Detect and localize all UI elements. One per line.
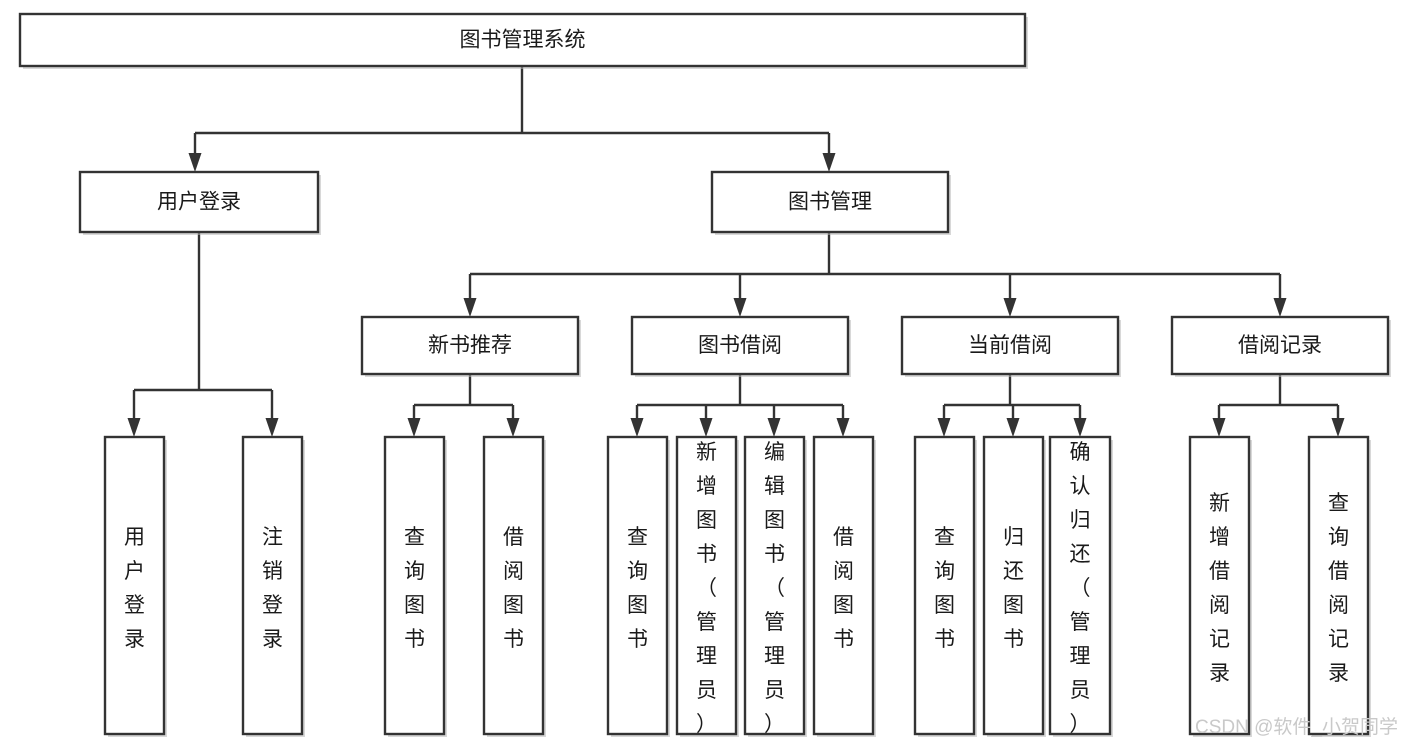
node-book-management[interactable]: 图书管理 bbox=[710, 170, 951, 235]
edge-group-root-to-level2 bbox=[188, 66, 836, 172]
node-box[interactable] bbox=[103, 435, 166, 736]
node-label: 归还图书 bbox=[1003, 526, 1024, 651]
node-box[interactable] bbox=[1170, 315, 1390, 376]
arrow-head-icon bbox=[407, 418, 421, 437]
node-box[interactable] bbox=[78, 170, 320, 234]
arrow-head-icon bbox=[822, 153, 836, 172]
node-box[interactable] bbox=[675, 435, 738, 736]
node-box[interactable] bbox=[743, 435, 806, 736]
node-box[interactable] bbox=[1188, 435, 1251, 736]
node-label: 新增图书（管理员） bbox=[696, 441, 717, 736]
node-leaf-borrow-book-recommend[interactable]: 借阅图书 bbox=[482, 435, 546, 737]
node-leaf-edit-book-admin[interactable]: 编辑图书（管理员） bbox=[743, 435, 807, 737]
node-box[interactable] bbox=[18, 12, 1027, 68]
node-leaf-query-borrow-record[interactable]: 查询借阅记录 bbox=[1307, 435, 1371, 737]
node-leaf-confirm-return-admin[interactable]: 确认归还（管理员） bbox=[1048, 435, 1113, 737]
arrow-head-icon bbox=[767, 418, 781, 437]
edge-group-borrow-records-to-leaves bbox=[1212, 374, 1345, 437]
arrow-head-icon bbox=[1273, 298, 1287, 317]
edge-group-new-book-recommend-to-leaves bbox=[407, 374, 520, 437]
node-leaf-return-book[interactable]: 归还图书 bbox=[982, 435, 1046, 737]
node-box[interactable] bbox=[1048, 435, 1112, 736]
node-label: 借阅记录 bbox=[1238, 334, 1322, 357]
node-box[interactable] bbox=[1307, 435, 1370, 736]
node-label: 确认归还（管理员） bbox=[1070, 441, 1091, 736]
arrow-head-icon bbox=[733, 298, 747, 317]
node-box[interactable] bbox=[812, 435, 875, 736]
node-book-borrow[interactable]: 图书借阅 bbox=[630, 315, 851, 377]
arrow-head-icon bbox=[265, 418, 279, 437]
arrow-head-icon bbox=[188, 153, 202, 172]
edge-group-user-login-to-leaves bbox=[127, 232, 279, 437]
edge-group-book-management-to-level3 bbox=[463, 232, 1287, 317]
node-label: 图书管理系统 bbox=[460, 29, 586, 52]
arrow-head-icon bbox=[630, 418, 644, 437]
arrow-head-icon bbox=[1006, 418, 1020, 437]
arrow-head-icon bbox=[463, 298, 477, 317]
node-label: 注销登录 bbox=[262, 526, 283, 651]
node-leaf-query-book-recommend[interactable]: 查询图书 bbox=[383, 435, 447, 737]
node-new-book-recommend[interactable]: 新书推荐 bbox=[360, 315, 581, 377]
node-label: 图书管理 bbox=[788, 191, 872, 214]
node-root[interactable]: 图书管理系统 bbox=[18, 12, 1028, 69]
node-box[interactable] bbox=[606, 435, 669, 736]
node-layer: 图书管理系统用户登录图书管理新书推荐图书借阅当前借阅借阅记录用户登录注销登录查询… bbox=[18, 12, 1391, 737]
node-box[interactable] bbox=[900, 315, 1120, 376]
arrow-head-icon bbox=[699, 418, 713, 437]
node-label: 新书推荐 bbox=[428, 334, 512, 357]
arrow-head-icon bbox=[506, 418, 520, 437]
node-box[interactable] bbox=[241, 435, 304, 736]
node-current-borrow[interactable]: 当前借阅 bbox=[900, 315, 1121, 377]
watermark-label: CSDN @软件_小贺同学 bbox=[1195, 716, 1398, 738]
node-label: 查询图书 bbox=[934, 526, 955, 651]
node-label: 借阅图书 bbox=[503, 526, 524, 651]
arrow-head-icon bbox=[1003, 298, 1017, 317]
connector-layer bbox=[127, 66, 1345, 437]
node-label: 查询图书 bbox=[404, 526, 425, 651]
node-leaf-add-borrow-record[interactable]: 新增借阅记录 bbox=[1188, 435, 1252, 737]
edge-group-book-borrow-to-leaves bbox=[630, 374, 850, 437]
node-label: 编辑图书（管理员） bbox=[764, 441, 785, 736]
node-box[interactable] bbox=[630, 315, 850, 376]
edge-group-current-borrow-to-leaves bbox=[937, 374, 1087, 437]
arrow-head-icon bbox=[1212, 418, 1226, 437]
node-leaf-query-book-current[interactable]: 查询图书 bbox=[913, 435, 977, 737]
node-leaf-borrow-book[interactable]: 借阅图书 bbox=[812, 435, 876, 737]
arrow-head-icon bbox=[1073, 418, 1087, 437]
node-borrow-records[interactable]: 借阅记录 bbox=[1170, 315, 1391, 377]
node-box[interactable] bbox=[982, 435, 1045, 736]
node-label: 查询借阅记录 bbox=[1328, 492, 1349, 685]
node-leaf-user-login[interactable]: 用户登录 bbox=[103, 435, 167, 737]
arrow-head-icon bbox=[1331, 418, 1345, 437]
node-box[interactable] bbox=[913, 435, 976, 736]
node-leaf-query-book-borrow[interactable]: 查询图书 bbox=[606, 435, 670, 737]
node-leaf-logout[interactable]: 注销登录 bbox=[241, 435, 305, 737]
node-box[interactable] bbox=[710, 170, 950, 234]
node-box[interactable] bbox=[360, 315, 580, 376]
arrow-head-icon bbox=[836, 418, 850, 437]
node-box[interactable] bbox=[482, 435, 545, 736]
node-label: 图书借阅 bbox=[698, 334, 782, 357]
node-leaf-add-book-admin[interactable]: 新增图书（管理员） bbox=[675, 435, 739, 737]
arrow-head-icon bbox=[127, 418, 141, 437]
node-label: 新增借阅记录 bbox=[1209, 492, 1230, 685]
node-label: 查询图书 bbox=[627, 526, 648, 651]
node-label: 当前借阅 bbox=[968, 334, 1052, 357]
arrow-head-icon bbox=[937, 418, 951, 437]
node-label: 用户登录 bbox=[157, 191, 241, 214]
node-label: 借阅图书 bbox=[833, 526, 854, 651]
node-label: 用户登录 bbox=[124, 526, 145, 651]
node-user-login[interactable]: 用户登录 bbox=[78, 170, 321, 235]
node-box[interactable] bbox=[383, 435, 446, 736]
